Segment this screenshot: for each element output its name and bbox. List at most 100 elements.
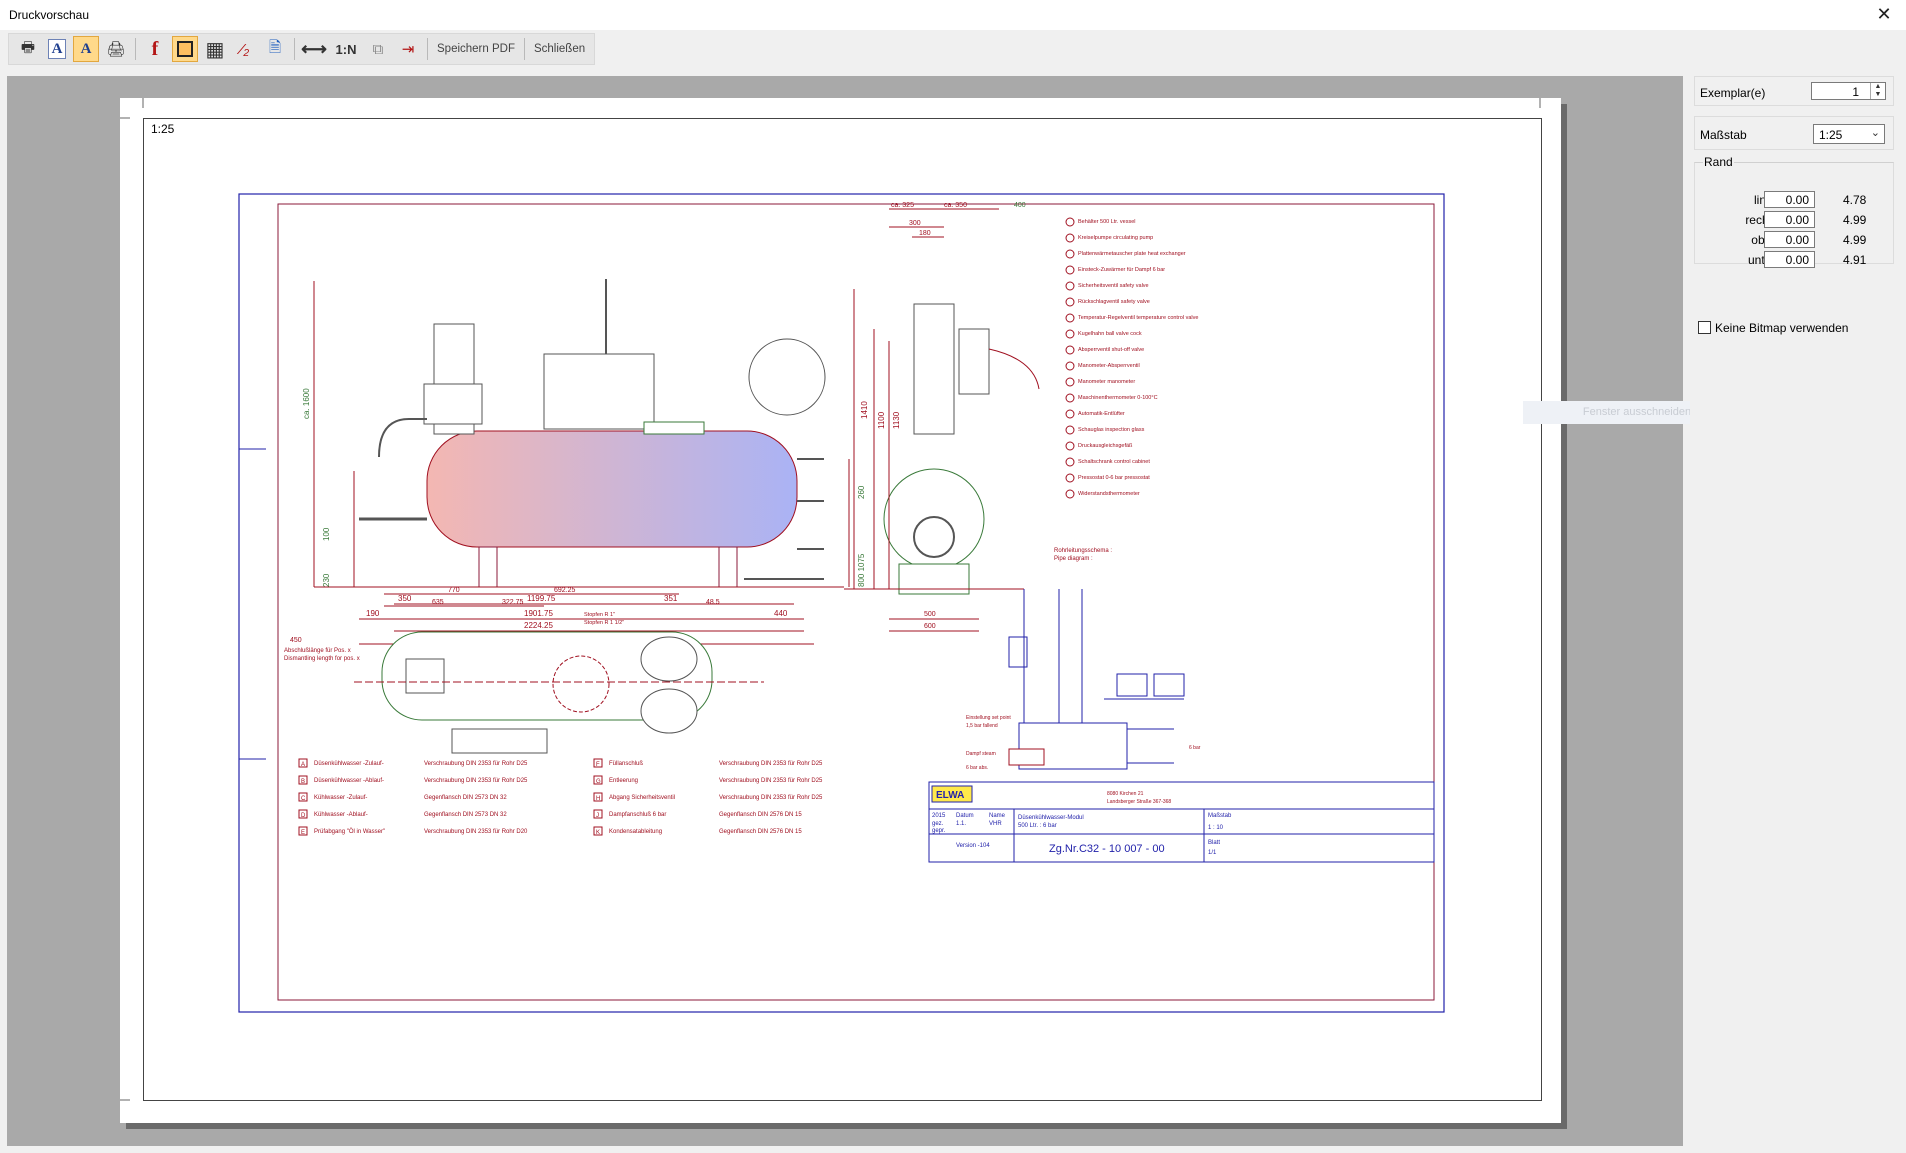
frame-icon[interactable] [172,36,198,62]
svg-text:635: 635 [432,599,444,606]
svg-text:B: B [301,779,305,785]
svg-text:1199.75: 1199.75 [527,594,556,603]
paper-crop-marks [120,98,1541,1101]
svg-text:770: 770 [448,587,460,594]
svg-text:1901.75: 1901.75 [524,609,553,618]
svg-text:K: K [596,830,600,836]
margins-title: Rand [1703,155,1734,169]
title-block: ELWA 8080 Kirchen 21 Landsberger Straße … [928,781,1435,863]
scale-1-n-icon[interactable]: 1:N [335,41,357,57]
svg-text:Gegenflansch DIN 2576 DN 15: Gegenflansch DIN 2576 DN 15 [719,829,802,835]
svg-text:Verschraubung DIN 2353 für Roh: Verschraubung DIN 2353 für Rohr D20 [424,829,528,835]
preview-scale-label: 1:25 [151,122,175,136]
close-icon[interactable]: ✕ [1876,4,1892,24]
svg-text:Widerstandsthermometer: Widerstandsthermometer [1078,491,1140,497]
svg-text:692.25: 692.25 [554,587,576,594]
svg-text:2224.25: 2224.25 [524,621,553,630]
drawing-outer-frame [238,193,1445,1013]
margin-bottom-value: 4.91 [1843,253,1867,267]
top-view: 770 692.25 635 322.75 48.5 Stopfen R 1" … [354,587,764,754]
toolbar-separator [427,38,428,60]
print-margin-frame: 1:25 [143,118,1542,1101]
svg-text:Datum: Datum [956,813,974,819]
svg-text:Schaltschrank control cabinet: Schaltschrank control cabinet [1078,459,1150,465]
svg-text:Plattenwärmetauscher plate hea: Plattenwärmetauscher plate heat exchange… [1078,251,1186,257]
svg-text:Version -104: Version -104 [956,843,990,849]
svg-text:Manometer-Absperrventil: Manometer-Absperrventil [1078,363,1140,369]
half-scale-icon[interactable]: ⁄₂ [240,40,250,58]
svg-text:350: 350 [398,594,412,603]
font-highlight-icon[interactable]: A [73,36,99,62]
margin-bottom-input[interactable]: 0.00 [1764,251,1815,268]
margin-top-value: 4.99 [1843,233,1867,247]
copies-value[interactable]: 1 [1852,85,1859,99]
copies-spinner[interactable]: 1 ▲▼ [1811,82,1886,100]
connection-table: A Düsenkühlwasser -Zulauf-Verschraubung … [298,758,823,836]
margin-row-top: oben 0.00 4.99 [1695,231,1895,249]
margin-right-input[interactable]: 0.00 [1764,211,1815,228]
svg-text:300: 300 [909,220,921,227]
svg-text:Füllanschluß: Füllanschluß [609,761,643,767]
page-copy-icon[interactable]: ⧉ [372,40,384,58]
no-bitmap-label[interactable]: Keine Bitmap verwenden [1715,321,1849,335]
svg-text:Verschraubung DIN 2353 für Roh: Verschraubung DIN 2353 für Rohr D25 [424,761,528,767]
close-preview-button[interactable]: Schließen [533,43,586,55]
svg-text:Abgang Sicherheitsventil: Abgang Sicherheitsventil [609,795,675,801]
chevron-down-icon[interactable]: ⌄ [1870,127,1880,139]
spinner-arrows-icon[interactable]: ▲▼ [1870,83,1885,99]
svg-text:2015: 2015 [932,813,946,819]
save-pdf-button[interactable]: Speichern PDF [437,43,515,55]
svg-text:Kugelhahn ball valve cock: Kugelhahn ball valve cock [1078,331,1142,337]
svg-text:E: E [301,830,305,836]
svg-text:C: C [301,796,306,802]
fit-width-icon[interactable]: ⟷ [301,38,327,59]
component-list: Behälter 500 Ltr. vessel Kreiselpumpe ci… [1065,217,1198,499]
svg-text:Abschlußlänge für Pos. x: Abschlußlänge für Pos. x [284,648,351,654]
window-title: Druckvorschau [9,8,90,22]
svg-text:8080 Kirchen 21: 8080 Kirchen 21 [1107,791,1144,797]
svg-text:6 bar abs.: 6 bar abs. [966,765,988,771]
copies-group: Exemplar(e) 1 ▲▼ [1694,76,1894,106]
margin-left-input[interactable]: 0.00 [1764,191,1815,208]
svg-text:Pressostat 0-6 bar pressostat: Pressostat 0-6 bar pressostat [1078,475,1150,481]
paper-sheet: 1:25 [120,98,1561,1123]
svg-text:440: 440 [774,609,788,618]
svg-text:Prüfabgang "Öl in Wasser": Prüfabgang "Öl in Wasser" [314,828,385,835]
svg-text:Rohrleitungsschema :: Rohrleitungsschema : [1054,548,1112,554]
margin-top-input[interactable]: 0.00 [1764,231,1815,248]
svg-text:6 bar: 6 bar [1189,745,1201,751]
svg-text:Temperatur-Regelventil tempera: Temperatur-Regelventil temperature contr… [1078,315,1198,321]
svg-text:Druckausgleichsgefäß: Druckausgleichsgefäß [1078,443,1133,449]
checker-icon[interactable]: ▦ [205,38,225,61]
svg-text:Name: Name [989,813,1006,819]
print-preview-area[interactable]: 1:25 [7,76,1683,1146]
no-bitmap-checkbox[interactable] [1698,321,1711,334]
toolbar-separator [135,38,136,60]
svg-text:Zg.Nr.C32 - 10 007 - 00: Zg.Nr.C32 - 10 007 - 00 [1049,843,1165,855]
svg-text:Maßstab: Maßstab [1208,813,1232,819]
svg-text:Düsenkühlwasser -Zulauf-: Düsenkühlwasser -Zulauf- [314,761,384,767]
scale-group: Maßstab 1:25 ⌄ [1694,116,1894,150]
svg-text:Gegenflansch DIN 2573 DN 32: Gegenflansch DIN 2573 DN 32 [424,795,507,801]
scale-select[interactable]: 1:25 ⌄ [1813,124,1885,144]
svg-text:Behälter 500 Ltr. vessel: Behälter 500 Ltr. vessel [1078,219,1135,225]
svg-text:gepr.: gepr. [932,828,946,834]
print-icon[interactable]: 🖶 [20,38,36,56]
svg-text:Pipe diagram :: Pipe diagram : [1054,556,1093,562]
technical-drawing: 350 1199.75 351 1901.75 2224.25 190 440 … [238,193,1445,1013]
text-style-icon[interactable]: f [151,37,159,60]
save-page-icon[interactable]: 🗎 [268,38,282,56]
svg-text:1 : 10: 1 : 10 [1208,825,1224,831]
printer-setup-icon[interactable]: 🖨 [106,41,126,58]
scale-value[interactable]: 1:25 [1819,128,1843,142]
page-export-icon[interactable]: ⇥ [401,41,415,58]
svg-text:F: F [596,762,600,768]
scale-label: Maßstab [1700,128,1747,142]
svg-text:Blatt: Blatt [1208,840,1220,846]
font-icon[interactable]: A [48,39,66,59]
svg-text:322.75: 322.75 [502,599,524,606]
toolbar: 🖶 A A 🖨 f ▦ ⁄₂ 🗎 ⟷ 1:N ⧉ ⇥ Speichern PDF… [8,33,596,65]
svg-text:Landsberger Straße 367-368: Landsberger Straße 367-368 [1107,799,1171,805]
svg-text:1100: 1100 [877,411,886,429]
toolbar-separator [294,38,295,60]
